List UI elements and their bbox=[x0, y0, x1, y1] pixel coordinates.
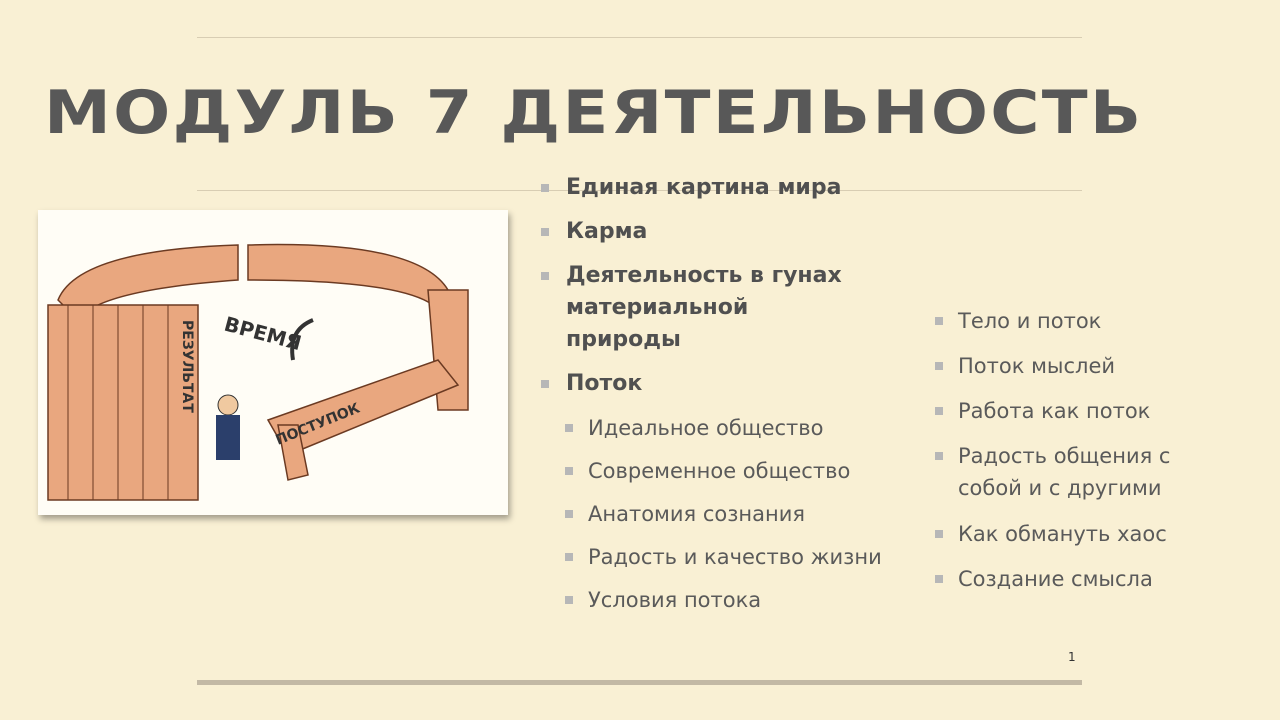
sub-list-item: Идеальное общество bbox=[565, 412, 824, 444]
bottom-divider bbox=[197, 680, 1082, 685]
right-list-item: Поток мыслей bbox=[934, 350, 1115, 382]
list-item: Карма bbox=[540, 216, 647, 248]
list-item-line: собой и с другими bbox=[958, 476, 1162, 500]
list-item-line: Деятельность в гунах bbox=[566, 263, 842, 288]
label-result: РЕЗУЛЬТАТ bbox=[179, 320, 195, 413]
list-item-line: природы bbox=[566, 327, 681, 352]
page-number: 1 bbox=[1068, 650, 1076, 664]
top-divider bbox=[197, 37, 1082, 38]
sub-list-item: Анатомия сознания bbox=[564, 498, 805, 530]
list-item-line: материальной bbox=[566, 295, 749, 320]
list-item-line: Радость общения с bbox=[958, 444, 1171, 468]
label-time: ВРЕМЯ bbox=[222, 312, 304, 356]
right-list-item: Создание смысла bbox=[935, 563, 1153, 595]
slide-title: МОДУЛЬ 7 ДЕЯТЕЛЬНОСТЬ bbox=[44, 78, 1144, 148]
right-list-item: Тело и поток bbox=[934, 305, 1101, 337]
list-item: Деятельность в гунах материальной природ… bbox=[541, 260, 842, 356]
sub-list-item: Современное общество bbox=[564, 455, 850, 487]
domino-illustration: ВРЕМЯ РЕЗУЛЬТАТ ПОСТУПОК bbox=[38, 210, 508, 515]
list-item: Единая картина мира bbox=[540, 172, 841, 204]
right-list-item: Радость общения с собой и с другими bbox=[934, 440, 1171, 504]
sub-list-item: Условия потока bbox=[564, 584, 761, 616]
right-list-item: Как обмануть хаос bbox=[935, 518, 1167, 550]
list-item: Поток bbox=[540, 368, 642, 400]
right-list-item: Работа как поток bbox=[934, 395, 1150, 427]
title-divider bbox=[197, 190, 1082, 191]
sub-list-item: Радость и качество жизни bbox=[565, 541, 882, 573]
